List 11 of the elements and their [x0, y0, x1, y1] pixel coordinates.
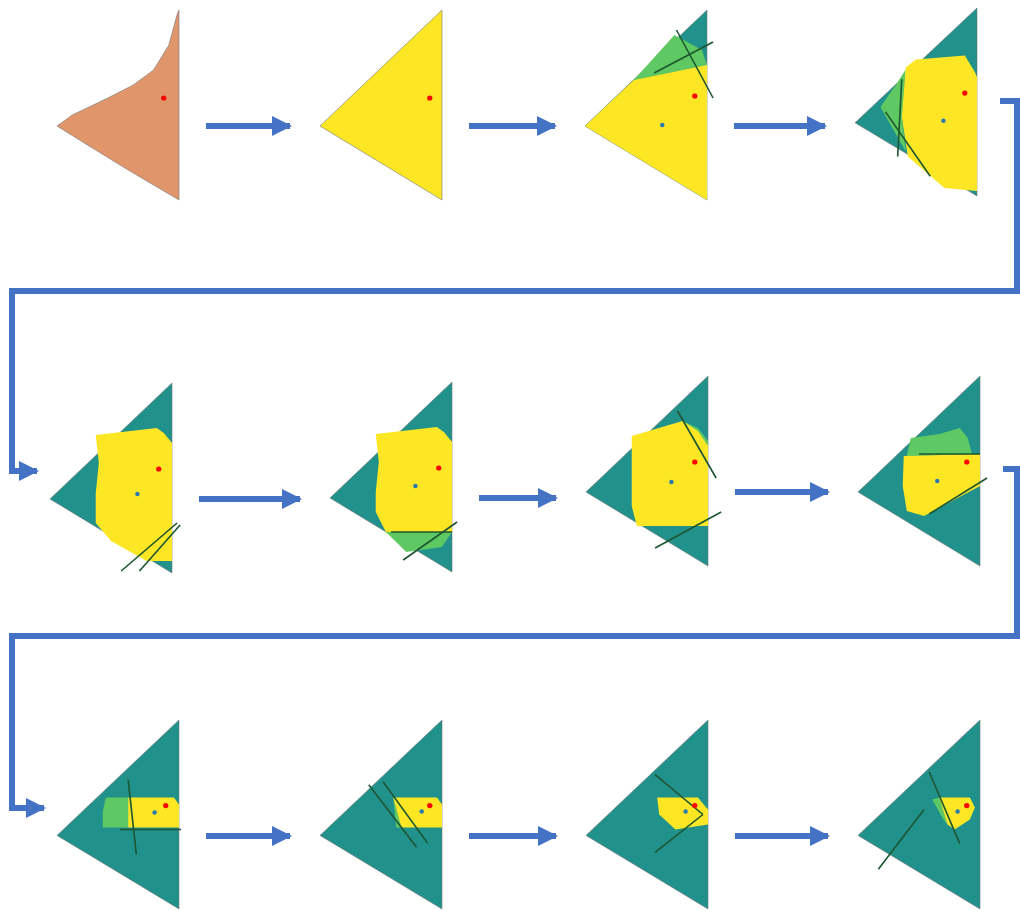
arrow [9, 466, 1020, 818]
arrow [479, 488, 558, 508]
arrow [734, 116, 827, 136]
arrow [735, 826, 830, 846]
arrow [469, 116, 557, 136]
arrow [206, 116, 292, 136]
arrow [206, 826, 292, 846]
arrow [199, 489, 302, 509]
arrow [9, 98, 1020, 481]
arrow [469, 826, 558, 846]
arrow [735, 482, 830, 502]
